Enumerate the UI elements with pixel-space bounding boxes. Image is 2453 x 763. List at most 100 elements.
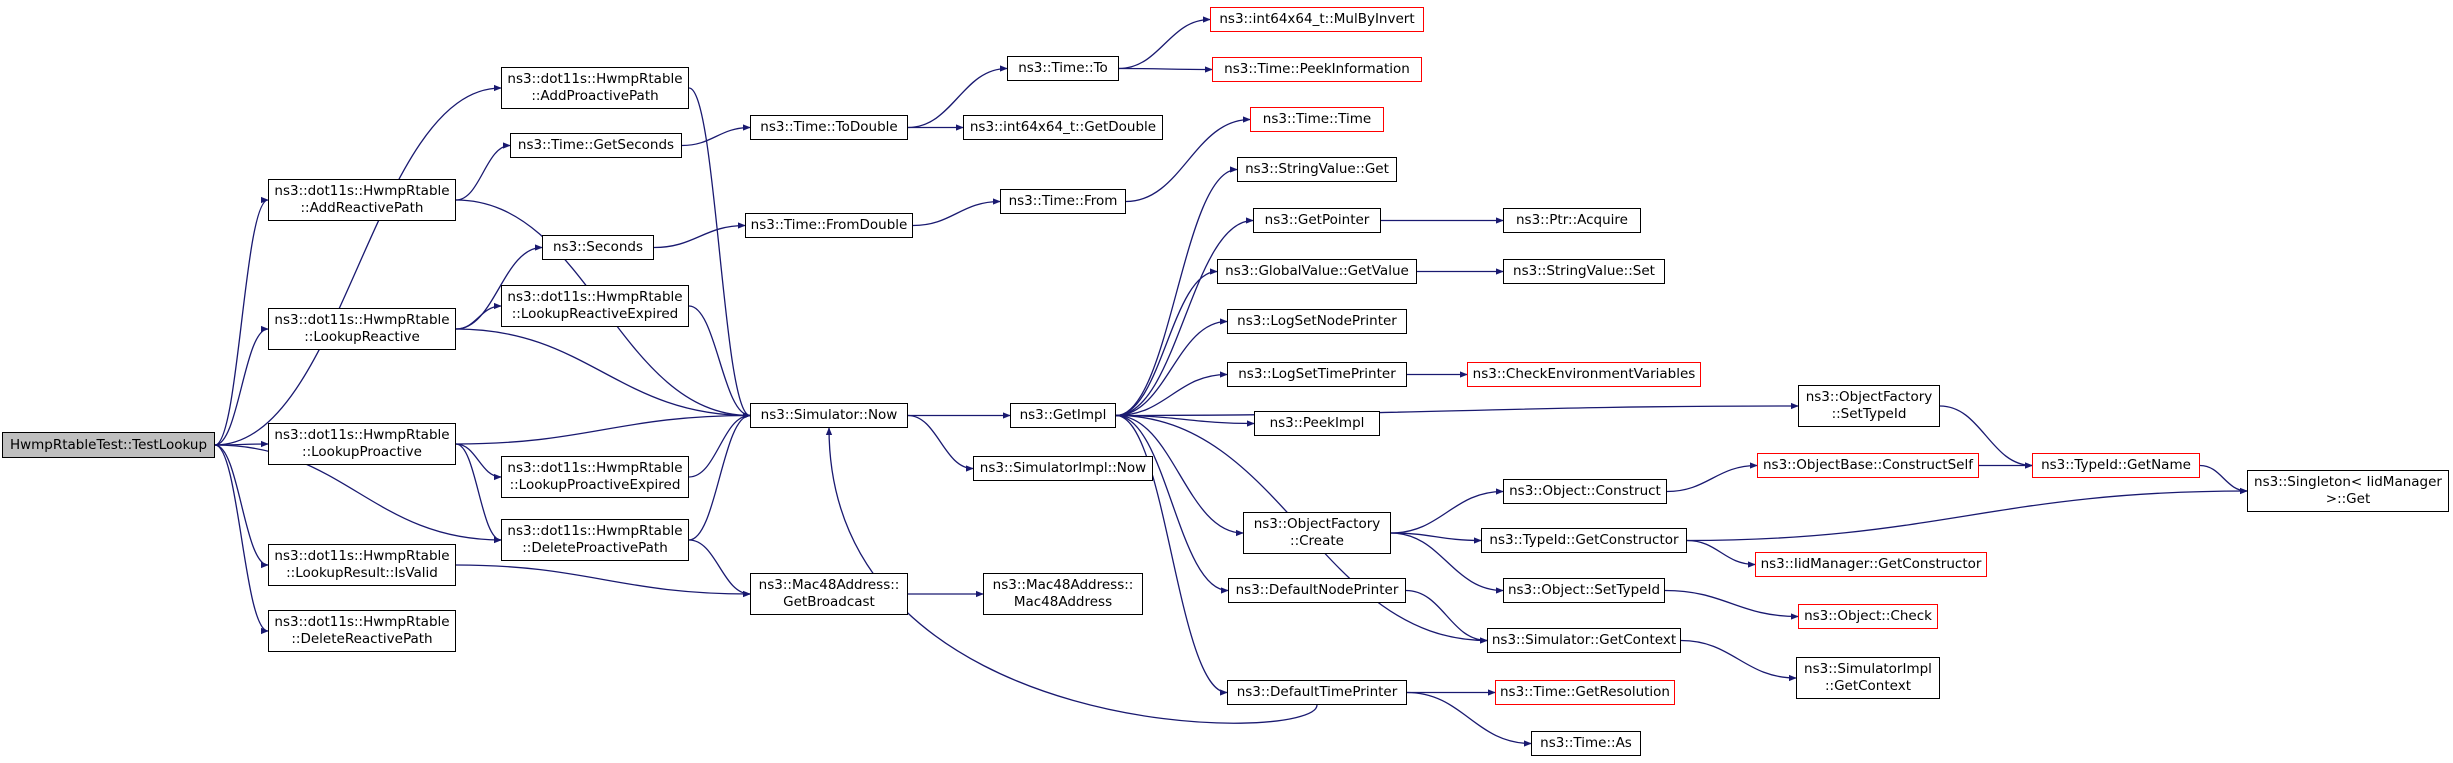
node-ofCreate[interactable]: ns3::ObjectFactory::Create xyxy=(1243,512,1391,554)
node-label: ns3::Seconds xyxy=(553,239,643,255)
edge-getImpl-to-logSetNodePrinter xyxy=(1115,318,1228,417)
node-label: HwmpRtableTest::TestLookup xyxy=(9,436,208,453)
node-label: ns3::ObjectFactory xyxy=(1253,516,1381,532)
node-objCheck[interactable]: ns3::Object::Check xyxy=(1798,604,1938,629)
node-label: ns3::Mac48Address:: xyxy=(758,577,900,593)
edge-lookupProactiveExpired-to-simNow xyxy=(688,412,751,478)
node-isValid[interactable]: ns3::dot11s::HwmpRtable::LookupResult::I… xyxy=(268,544,456,586)
node-label: ns3::TypeId::GetConstructor xyxy=(1489,532,1679,548)
node-logSetNodePrinter[interactable]: ns3::LogSetNodePrinter xyxy=(1227,309,1407,334)
node-lookupProactiveExpired[interactable]: ns3::dot11s::HwmpRtable::LookupProactive… xyxy=(501,456,689,498)
edge-root-to-addProactive xyxy=(214,84,502,446)
node-objSetTypeId[interactable]: ns3::Object::SetTypeId xyxy=(1503,578,1665,603)
node-label: ns3::Mac48Address:: xyxy=(992,577,1134,593)
node-stringValueGet[interactable]: ns3::StringValue::Get xyxy=(1237,157,1397,182)
node-label: ns3::dot11s::HwmpRtable xyxy=(274,548,450,564)
node-ptrAcquire[interactable]: ns3::Ptr::Acquire xyxy=(1503,208,1641,233)
node-label: ::GetContext xyxy=(1824,678,1912,694)
node-mac48Ctor[interactable]: ns3::Mac48Address::Mac48Address xyxy=(983,573,1143,615)
node-globalGetValue[interactable]: ns3::GlobalValue::GetValue xyxy=(1217,259,1417,284)
node-label: ns3::int64x64_t::GetDouble xyxy=(969,119,1157,135)
node-label: ns3::Time::As xyxy=(1540,735,1632,751)
node-label: ns3::Time::GetResolution xyxy=(1499,684,1670,700)
node-constructSelf[interactable]: ns3::ObjectBase::ConstructSelf xyxy=(1757,453,1979,478)
node-ofSetTypeId[interactable]: ns3::ObjectFactory::SetTypeId xyxy=(1798,385,1940,427)
node-getImpl[interactable]: ns3::GetImpl xyxy=(1010,403,1116,428)
node-simImplNow[interactable]: ns3::SimulatorImpl::Now xyxy=(973,456,1153,481)
edge-getSeconds-to-toDouble xyxy=(681,124,751,147)
node-label: ns3::dot11s::HwmpRtable xyxy=(274,427,450,443)
node-label: ns3::Time::ToDouble xyxy=(760,119,898,135)
node-lookupProactive[interactable]: ns3::dot11s::HwmpRtable::LookupProactive xyxy=(268,423,456,465)
node-label: ns3::Simulator::GetContext xyxy=(1491,632,1677,648)
edge-toDouble-to-timeTo xyxy=(907,65,1008,129)
edge-getImpl-to-ofCreate xyxy=(1115,414,1244,537)
edge-getImpl-to-ofSetTypeId xyxy=(1115,402,1799,417)
node-label: ns3::PeekImpl xyxy=(1269,415,1365,431)
edge-lookupProactive-to-simNow xyxy=(455,412,751,445)
edge-lookupProactive-to-lookupProactiveExpired xyxy=(455,443,502,481)
node-label: ns3::StringValue::Set xyxy=(1513,263,1655,279)
edge-lookupReactiveExpired-to-simNow xyxy=(688,305,751,419)
node-label: ::Create xyxy=(1290,533,1344,549)
edge-typeIdGetCtor-to-singletonGet xyxy=(1686,487,2248,542)
node-timeAs[interactable]: ns3::Time::As xyxy=(1531,731,1641,756)
node-deleteProactive[interactable]: ns3::dot11s::HwmpRtable::DeleteProactive… xyxy=(501,519,689,561)
node-deleteReactive[interactable]: ns3::dot11s::HwmpRtable::DeleteReactiveP… xyxy=(268,610,456,652)
node-lookupReactive[interactable]: ns3::dot11s::HwmpRtable::LookupReactive xyxy=(268,308,456,350)
node-getBroadcast[interactable]: ns3::Mac48Address::GetBroadcast xyxy=(750,573,908,615)
node-label: Mac48Address xyxy=(1013,594,1113,610)
node-label: ns3::GlobalValue::GetValue xyxy=(1225,263,1409,279)
node-simImplGetContext[interactable]: ns3::SimulatorImpl::GetContext xyxy=(1796,657,1940,699)
node-label: ns3::Simulator::Now xyxy=(760,407,898,423)
node-defaultNodePrinter[interactable]: ns3::DefaultNodePrinter xyxy=(1228,578,1406,603)
node-label: ns3::Time::GetSeconds xyxy=(517,137,675,153)
node-getSeconds[interactable]: ns3::Time::GetSeconds xyxy=(510,133,682,158)
edge-lookupReactive-to-lookupReactiveExpired xyxy=(455,302,502,330)
node-timeTo[interactable]: ns3::Time::To xyxy=(1007,56,1119,81)
node-defaultTimePrinter[interactable]: ns3::DefaultTimePrinter xyxy=(1227,680,1407,705)
node-addProactive[interactable]: ns3::dot11s::HwmpRtable::AddProactivePat… xyxy=(501,67,689,109)
node-singletonGet[interactable]: ns3::Singleton< IidManager>::Get xyxy=(2247,470,2449,512)
node-simGetContext[interactable]: ns3::Simulator::GetContext xyxy=(1487,628,1681,653)
edge-addReactive-to-getSeconds xyxy=(455,142,511,201)
node-logSetTimePrinter[interactable]: ns3::LogSetTimePrinter xyxy=(1227,362,1407,387)
node-toDouble[interactable]: ns3::Time::ToDouble xyxy=(750,115,908,140)
edge-defaultTimePrinter-to-simNow xyxy=(825,427,1318,724)
node-checkEnv[interactable]: ns3::CheckEnvironmentVariables xyxy=(1467,362,1701,387)
node-peekImpl[interactable]: ns3::PeekImpl xyxy=(1254,411,1380,436)
node-label: ns3::dot11s::HwmpRtable xyxy=(507,523,683,539)
edge-timeTo-to-peekInformation xyxy=(1118,66,1213,73)
node-typeIdGetCtor[interactable]: ns3::TypeId::GetConstructor xyxy=(1481,528,1687,553)
edge-lookupReactive-to-simNow xyxy=(455,328,751,419)
edge-deleteProactive-to-getBroadcast xyxy=(688,539,751,598)
node-root[interactable]: HwmpRtableTest::TestLookup xyxy=(2,432,215,458)
node-timeGetResolution[interactable]: ns3::Time::GetResolution xyxy=(1495,680,1675,705)
node-getPointer[interactable]: ns3::GetPointer xyxy=(1253,208,1381,233)
node-label: ns3::dot11s::HwmpRtable xyxy=(507,71,683,87)
node-typeIdGetName[interactable]: ns3::TypeId::GetName xyxy=(2032,453,2200,478)
node-label: ns3::GetPointer xyxy=(1264,212,1370,228)
node-addReactive[interactable]: ns3::dot11s::HwmpRtable::AddReactivePath xyxy=(268,179,456,221)
node-label: ::DeleteProactivePath xyxy=(522,540,668,556)
node-mulByInvert[interactable]: ns3::int64x64_t::MulByInvert xyxy=(1210,7,1424,32)
node-label: ns3::dot11s::HwmpRtable xyxy=(274,312,450,328)
edge-layer xyxy=(214,16,2248,747)
node-objConstruct[interactable]: ns3::Object::Construct xyxy=(1503,479,1667,504)
node-int64GetDouble[interactable]: ns3::int64x64_t::GetDouble xyxy=(963,115,1163,140)
node-stringValueSet[interactable]: ns3::StringValue::Set xyxy=(1503,259,1665,284)
node-seconds[interactable]: ns3::Seconds xyxy=(542,235,654,260)
node-peekInformation[interactable]: ns3::Time::PeekInformation xyxy=(1212,57,1422,82)
node-label: ns3::CheckEnvironmentVariables xyxy=(1472,366,1696,382)
node-timeFrom[interactable]: ns3::Time::From xyxy=(1000,189,1126,214)
node-timeTime[interactable]: ns3::Time::Time xyxy=(1250,107,1384,132)
node-label: ns3::SimulatorImpl::Now xyxy=(979,460,1147,476)
edge-root-to-lookupReactive xyxy=(214,325,269,446)
node-label: ns3::Ptr::Acquire xyxy=(1516,212,1628,228)
node-label: ns3::ObjectBase::ConstructSelf xyxy=(1763,457,1973,473)
node-label: ::LookupResult::IsValid xyxy=(286,565,438,581)
node-iidGetCtor[interactable]: ns3::IidManager::GetConstructor xyxy=(1755,552,1987,577)
node-fromDouble[interactable]: ns3::Time::FromDouble xyxy=(745,213,913,238)
node-lookupReactiveExpired[interactable]: ns3::dot11s::HwmpRtable::LookupReactiveE… xyxy=(501,285,689,327)
node-simNow[interactable]: ns3::Simulator::Now xyxy=(750,403,908,428)
